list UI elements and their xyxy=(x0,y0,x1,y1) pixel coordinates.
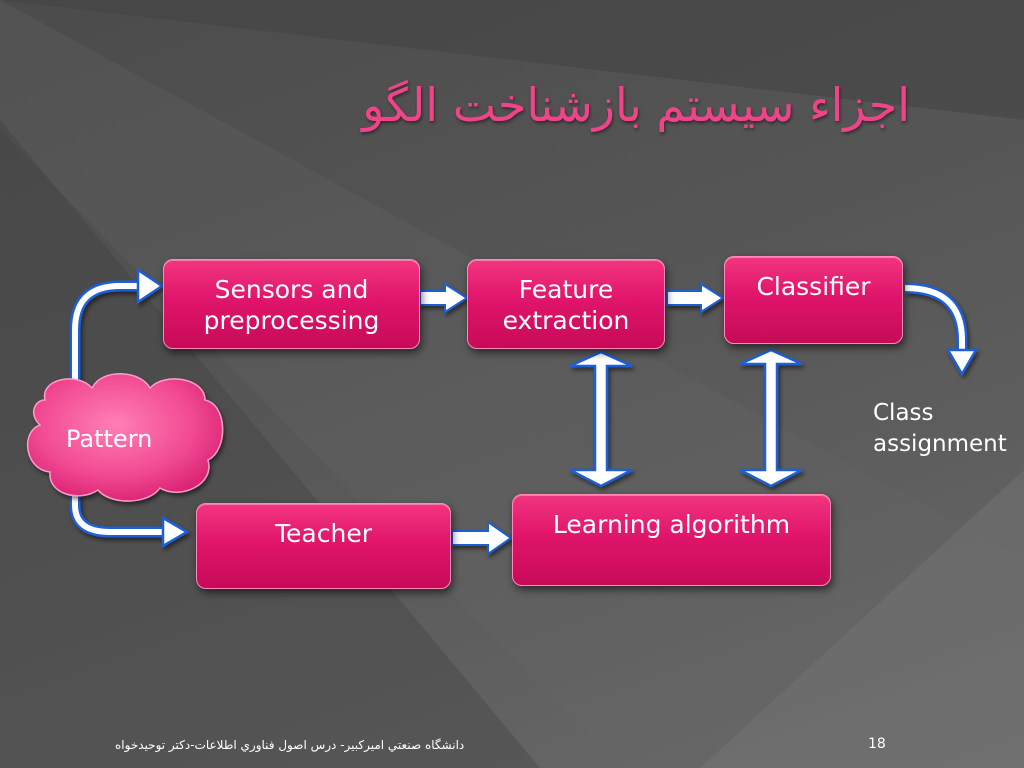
class-assignment-label: Class assignment xyxy=(873,400,1007,457)
double-arrow-classifier-learning xyxy=(739,348,803,488)
double-arrow-feature-learning xyxy=(569,350,633,488)
curved-arrow-classifier-to-output xyxy=(904,282,979,377)
learning-algorithm-box: Learning algorithm xyxy=(512,494,831,586)
arrow-feature-to-classifier xyxy=(666,282,725,314)
classifier-box: Classifier xyxy=(724,256,903,344)
feature-extraction-box: Feature extraction xyxy=(467,259,665,349)
page-number: 18 xyxy=(868,736,886,752)
teacher-box: Teacher xyxy=(196,503,451,589)
arrow-sensors-to-feature xyxy=(419,282,469,314)
pattern-node-label: Pattern xyxy=(66,425,153,453)
curved-arrow-pattern-to-teacher xyxy=(69,493,190,549)
footer-text: دانشگاه صنعتي اميركبير- درس اصول فناوري … xyxy=(115,738,465,752)
sensors-preprocessing-box: Sensors and preprocessing xyxy=(163,259,420,349)
pattern-cloud-shape xyxy=(26,373,224,502)
curved-arrow-pattern-to-sensors xyxy=(69,267,165,385)
slide-title: اجزاء سيستم بازشناخت الگو xyxy=(362,78,910,132)
arrow-teacher-to-learning xyxy=(451,520,513,556)
